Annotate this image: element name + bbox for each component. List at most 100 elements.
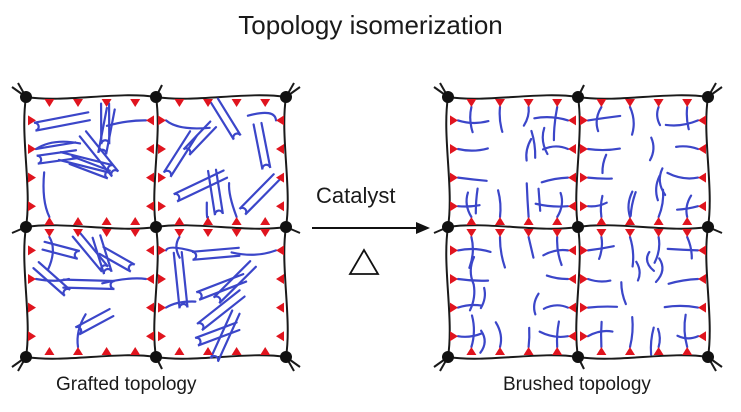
brush-chain [479, 286, 486, 310]
anchor-marker [523, 99, 534, 107]
grafted-loop-chain [68, 155, 112, 180]
anchor-marker [568, 144, 576, 154]
anchor-marker [596, 229, 607, 237]
brush-chain [498, 235, 507, 269]
grafted-loop-chain [32, 261, 71, 297]
grafted-loop-chain [182, 120, 218, 156]
anchor-marker [130, 217, 141, 225]
grafted-network [11, 82, 301, 372]
anchor-marker [276, 302, 284, 313]
anchor-marker [552, 347, 563, 355]
grafted-chain [34, 140, 82, 151]
network-strand [155, 94, 287, 100]
brush-chain [628, 105, 635, 136]
anchor-marker [682, 217, 693, 225]
grafted-chain [34, 277, 71, 282]
brush-chain [527, 326, 531, 349]
brush-chain [599, 194, 604, 219]
anchor-marker [625, 99, 635, 107]
network-strand [577, 224, 709, 230]
anchor-marker [495, 229, 505, 237]
crosslink-node [702, 221, 714, 233]
network-strand [447, 224, 579, 230]
network-lines [445, 94, 711, 360]
polymer-chains [32, 97, 281, 363]
anchor-marker [625, 347, 635, 355]
anchor-marker [174, 217, 185, 225]
network-strand [447, 354, 579, 360]
crosslink-nodes [442, 91, 714, 363]
crosslink-node [280, 91, 292, 103]
grafted-loop-chain [99, 102, 111, 145]
grafted-loop-chain [98, 245, 136, 273]
brush-chain [545, 274, 570, 281]
anchor-marker [580, 302, 588, 313]
grafted-loop-chain [91, 234, 113, 275]
grafted-chain [205, 201, 210, 219]
anchor-marker [450, 201, 458, 212]
anchor-marker [698, 331, 706, 342]
grafted-loop-chain [62, 278, 115, 291]
brush-chain [586, 245, 615, 252]
crosslink-node [150, 221, 162, 233]
brush-chain [666, 247, 700, 252]
crosslink-node [442, 91, 454, 103]
crosslink-node [20, 351, 32, 363]
anchor-marker [158, 274, 166, 284]
brush-chain [470, 314, 476, 349]
anchor-marker [130, 99, 141, 107]
anchor-marker [158, 245, 166, 256]
anchor-marker [682, 99, 693, 107]
anchor-marker [568, 115, 576, 126]
brush-chain [538, 330, 570, 339]
anchor-marker [568, 302, 576, 313]
brush-chain [456, 176, 488, 182]
anchor-marker [568, 274, 576, 284]
brush-chain [656, 105, 662, 127]
crosslink-node [702, 91, 714, 103]
anchor-marker [625, 229, 635, 237]
anchor-marker [580, 144, 588, 154]
anchor-marker [450, 274, 458, 284]
network-lines [23, 94, 289, 360]
anchor-marker [44, 347, 55, 355]
anchor-marker [28, 115, 36, 126]
anchor-marker [28, 201, 36, 212]
brush-chain [655, 174, 661, 202]
grafted-loop-chain [41, 240, 81, 260]
anchor-marker [174, 347, 185, 355]
anchor-marker [28, 172, 36, 183]
anchor-marker [495, 99, 505, 107]
anchor-marker [73, 99, 83, 107]
network-strand [575, 226, 581, 358]
network-strand [155, 224, 287, 230]
brush-chain [533, 292, 540, 316]
grafted-chain [105, 119, 148, 127]
brush-chain [586, 176, 613, 180]
grafted-loop-chain [172, 250, 189, 309]
crosslink-node [150, 91, 162, 103]
anchor-marker [495, 217, 505, 225]
grafted-loop-chain [196, 289, 246, 332]
network-strand [577, 354, 709, 360]
reaction-arrow [312, 222, 430, 234]
heat-triangle-symbol [348, 248, 380, 275]
anchor-marker [653, 347, 664, 355]
brush-chain [555, 235, 563, 267]
brush-chain [456, 204, 481, 208]
anchor-marker [596, 99, 607, 107]
brush-chain [541, 145, 570, 151]
brush-chain [586, 277, 612, 283]
grafted-chain [230, 249, 278, 256]
brush-chain [628, 235, 635, 268]
brushed-topology-caption: Brushed topology [503, 374, 651, 395]
anchor-marker [625, 217, 635, 225]
network-strand [23, 96, 29, 228]
anchor-marker [450, 144, 458, 154]
anchor-marker [653, 99, 664, 107]
network-strand [705, 226, 711, 358]
anchor-marker [450, 331, 458, 342]
anchor-marker [101, 347, 112, 355]
grafted-chain [101, 277, 148, 285]
